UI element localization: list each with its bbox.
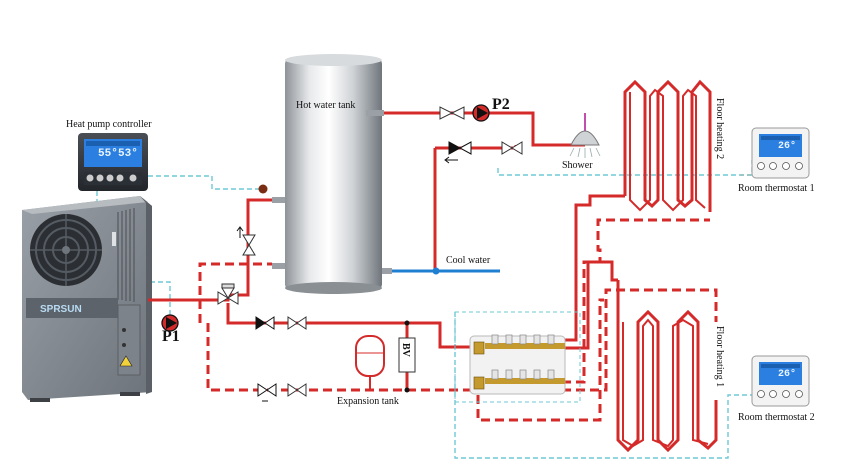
room-thermostat-2 [751, 355, 810, 407]
controller-up-button[interactable] [106, 174, 114, 182]
cold-water-junction [432, 267, 440, 275]
flow-arrows [236, 156, 458, 402]
bypass-valve [398, 320, 416, 393]
controller-clock-button[interactable] [129, 174, 137, 182]
controller-temp-b: 53° [118, 148, 138, 160]
thermostat-2-temp: 26° [778, 369, 797, 380]
hot-water-tank-label: Hot water tank [296, 100, 356, 111]
controller-mode-button[interactable] [96, 174, 104, 182]
three-way-valve-icon [217, 283, 239, 305]
heat-pump-controller [78, 133, 148, 191]
manifold [454, 311, 581, 403]
warning-icon [119, 355, 133, 367]
thermostat-1-up-button[interactable] [782, 162, 790, 170]
thermostat-1-temp: 26° [778, 141, 797, 152]
thermostat-2-down-button[interactable] [795, 390, 803, 398]
check-valve-icon [255, 141, 472, 397]
room-thermostat-1 [751, 127, 810, 179]
controller-power-button[interactable] [86, 174, 94, 182]
controller-temp-a: 55° [98, 148, 118, 160]
room-thermostat-2-label: Room thermostat 2 [738, 412, 815, 423]
thermostat-2-up-button[interactable] [782, 390, 790, 398]
thermostat-2-mode-button[interactable] [769, 390, 777, 398]
heat-pump-controller-label: Heat pump controller [66, 119, 152, 130]
valve-icon [242, 106, 523, 397]
brand-logo: SPRSUN [40, 304, 82, 315]
bv-label: BV [400, 343, 411, 357]
pump-icon [161, 314, 179, 332]
fan-icon [30, 214, 102, 286]
thermostat-1-power-button[interactable] [757, 162, 765, 170]
floor-heating-1-label: Floor heating 1 [714, 326, 725, 388]
return-pipes [198, 218, 718, 422]
floor-heating-2-label: Floor heating 2 [714, 98, 725, 160]
cool-water-label: Cool water [446, 255, 491, 266]
tank-sensor [258, 184, 268, 194]
thermostat-1-down-button[interactable] [795, 162, 803, 170]
expansion-tank-label: Expansion tank [337, 396, 399, 407]
pump-p2-label: P2 [492, 96, 510, 113]
hot-water-tank [258, 54, 392, 294]
pump-icon [472, 104, 490, 122]
thermostat-2-power-button[interactable] [757, 390, 765, 398]
thermostat-1-mode-button[interactable] [769, 162, 777, 170]
heat-pump-unit: SPRSUN [22, 196, 152, 402]
shower-head-icon [569, 113, 601, 158]
room-thermostat-1-label: Room thermostat 1 [738, 183, 815, 194]
pump-p1-label: P1 [162, 328, 180, 345]
controller-down-button[interactable] [116, 174, 124, 182]
shower-label: Shower [562, 160, 593, 171]
expansion-tank [355, 335, 385, 390]
